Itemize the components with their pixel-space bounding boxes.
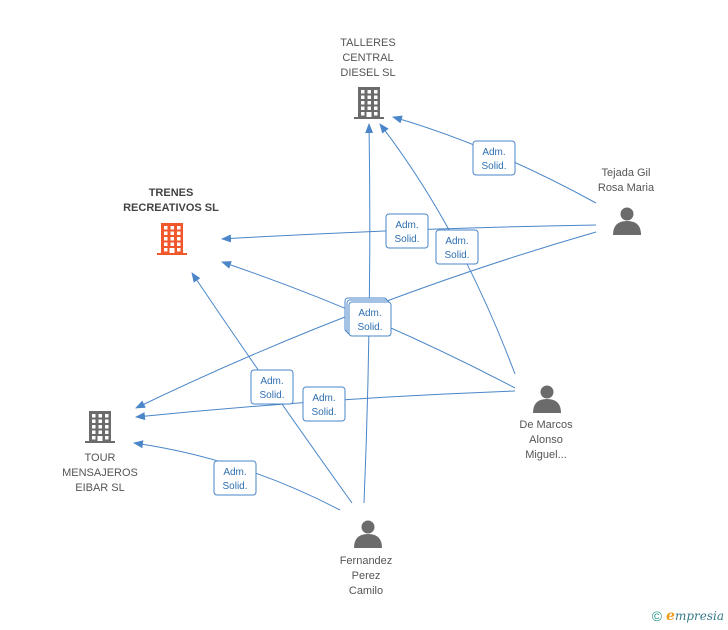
label-line: CENTRAL	[342, 52, 394, 64]
label-line: TALLERES	[340, 37, 396, 49]
node-label-demarcos[interactable]: De Marcos Alonso Miguel...	[496, 418, 596, 463]
label-line: Alonso	[529, 434, 563, 446]
edge-label-adm-solid[interactable]: Adm. Solid.	[348, 301, 392, 337]
label-line: DIESEL SL	[340, 67, 396, 79]
node-label-tejada[interactable]: Tejada Gil Rosa Maria	[576, 166, 676, 196]
edge-label-line: Solid.	[357, 322, 382, 333]
brand-logo-e: e	[666, 608, 675, 624]
main-company-building-icon[interactable]	[157, 223, 187, 255]
edge-label-line: Solid.	[394, 234, 419, 245]
label-line: Miguel...	[525, 449, 567, 461]
edge-label-adm-solid[interactable]: Adm. Solid.	[302, 386, 346, 422]
person-icon[interactable]	[613, 207, 641, 236]
edge-labels-layer: Adm. Solid. Adm. Solid. Adm. Solid. Adm. Solid.…	[213, 140, 516, 496]
label-line: Fernandez	[339, 555, 393, 567]
edge-label-adm-solid[interactable]: Adm. Solid.	[472, 140, 516, 176]
edge-label-line: Solid.	[481, 161, 506, 172]
edge-label-line: Adm.	[260, 376, 283, 387]
label-line: Perez	[351, 570, 381, 582]
icons-layer	[85, 87, 641, 548]
label-line: TRENES	[148, 187, 194, 199]
brand-logo[interactable]: empresia	[666, 608, 724, 624]
edge-label-line: Adm.	[358, 308, 381, 319]
company-building-icon[interactable]	[354, 87, 384, 119]
edge-label-line: Adm.	[312, 393, 335, 404]
edge-label-adm-solid[interactable]: Adm. Solid.	[250, 369, 294, 405]
edge-label-adm-solid[interactable]: Adm. Solid.	[213, 460, 257, 496]
node-label-talleres[interactable]: TALLERES CENTRAL DIESEL SL	[318, 36, 418, 81]
copyright-footer: © empresia	[652, 608, 724, 624]
label-line: EIBAR SL	[75, 482, 125, 494]
edge-label-adm-solid[interactable]: Adm. Solid.	[385, 213, 429, 249]
person-icon[interactable]	[354, 520, 382, 549]
edge-label-line: Adm.	[395, 220, 418, 231]
edge-label-line: Solid.	[259, 390, 284, 401]
person-icon[interactable]	[533, 385, 561, 414]
edge-label-line: Adm.	[482, 147, 505, 158]
node-label-tour[interactable]: TOUR MENSAJEROS EIBAR SL	[50, 451, 150, 496]
edge-label-adm-solid[interactable]: Adm. Solid.	[435, 229, 479, 265]
label-line: MENSAJEROS	[62, 467, 138, 479]
node-label-trenes[interactable]: TRENES RECREATIVOS SL	[106, 186, 236, 216]
label-line: Rosa Maria	[597, 182, 655, 194]
label-line: RECREATIVOS SL	[123, 202, 219, 214]
label-line: De Marcos	[519, 419, 573, 431]
edge-label-line: Solid.	[444, 250, 469, 261]
edge-label-line: Adm.	[445, 236, 468, 247]
label-line: TOUR	[84, 452, 116, 464]
node-label-fernandez[interactable]: Fernandez Perez Camilo	[316, 554, 416, 599]
edge-label-line: Adm.	[223, 467, 246, 478]
edge-label-line: Solid.	[311, 407, 336, 418]
label-line: Camilo	[348, 585, 384, 597]
brand-logo-text: mpresia	[674, 609, 724, 623]
copyright-icon: ©	[651, 608, 663, 624]
company-building-icon[interactable]	[85, 411, 115, 443]
label-line: Tejada Gil	[601, 167, 651, 179]
edge-label-line: Solid.	[222, 481, 247, 492]
